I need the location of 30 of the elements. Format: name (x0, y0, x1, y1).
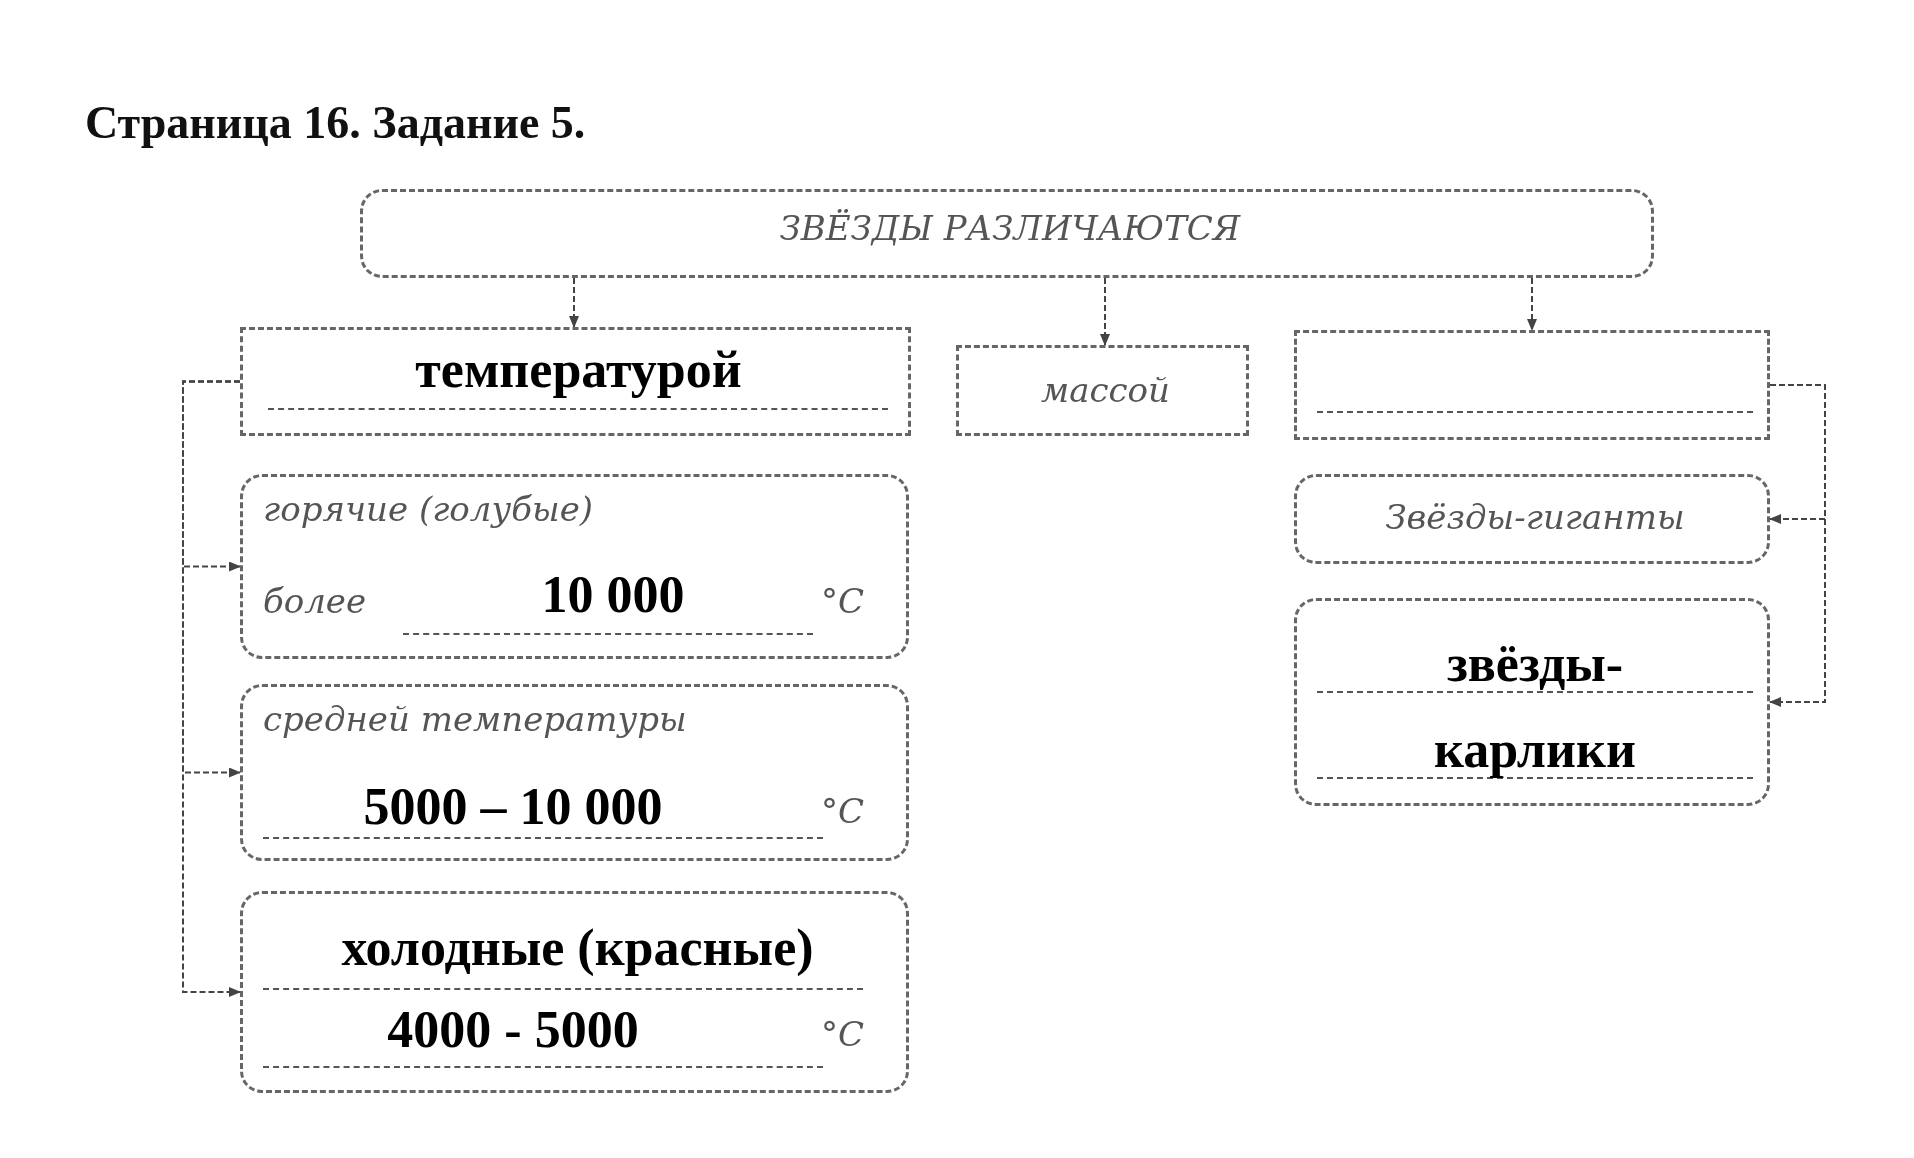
arrow (1100, 277, 1110, 346)
heading-text: ЗВЁЗДЫ РАЗЛИЧАЮТСЯ (778, 208, 1242, 248)
answer-text: холодные (красные) (340, 918, 815, 977)
answer-text: температурой (414, 340, 743, 399)
arrow (1527, 277, 1537, 331)
answer-box (956, 345, 1249, 436)
arrow (569, 277, 579, 328)
prompt-text: более (263, 581, 368, 621)
rounded-box (240, 891, 909, 1093)
unit-text: °С (821, 791, 865, 831)
page-title: Страница 16. Задание 5. (85, 96, 586, 149)
rounded-box (1294, 474, 1770, 564)
rounded-box (360, 189, 1654, 278)
category-text: горячие (голубые) (263, 489, 595, 529)
answer-text: 4000 - 5000 (386, 1000, 640, 1059)
answer-text: 5000 – 10 000 (362, 777, 664, 836)
answer-text: массой (1040, 370, 1171, 410)
answer-box (1294, 330, 1770, 440)
answer-box (240, 327, 911, 436)
answer-text: Звёзды-гиганты (1384, 497, 1686, 537)
unit-text: °С (821, 581, 865, 621)
rounded-box (240, 684, 909, 861)
rounded-box (1294, 598, 1770, 806)
arrow (1769, 384, 1826, 707)
unit-text: °С (821, 1014, 865, 1054)
answer-text: звёзды- карлики (1433, 634, 1637, 780)
arrow (182, 380, 241, 997)
rounded-box (240, 474, 909, 659)
category-text: средней температуры (263, 699, 688, 739)
answer-text: 10 000 (540, 565, 686, 624)
